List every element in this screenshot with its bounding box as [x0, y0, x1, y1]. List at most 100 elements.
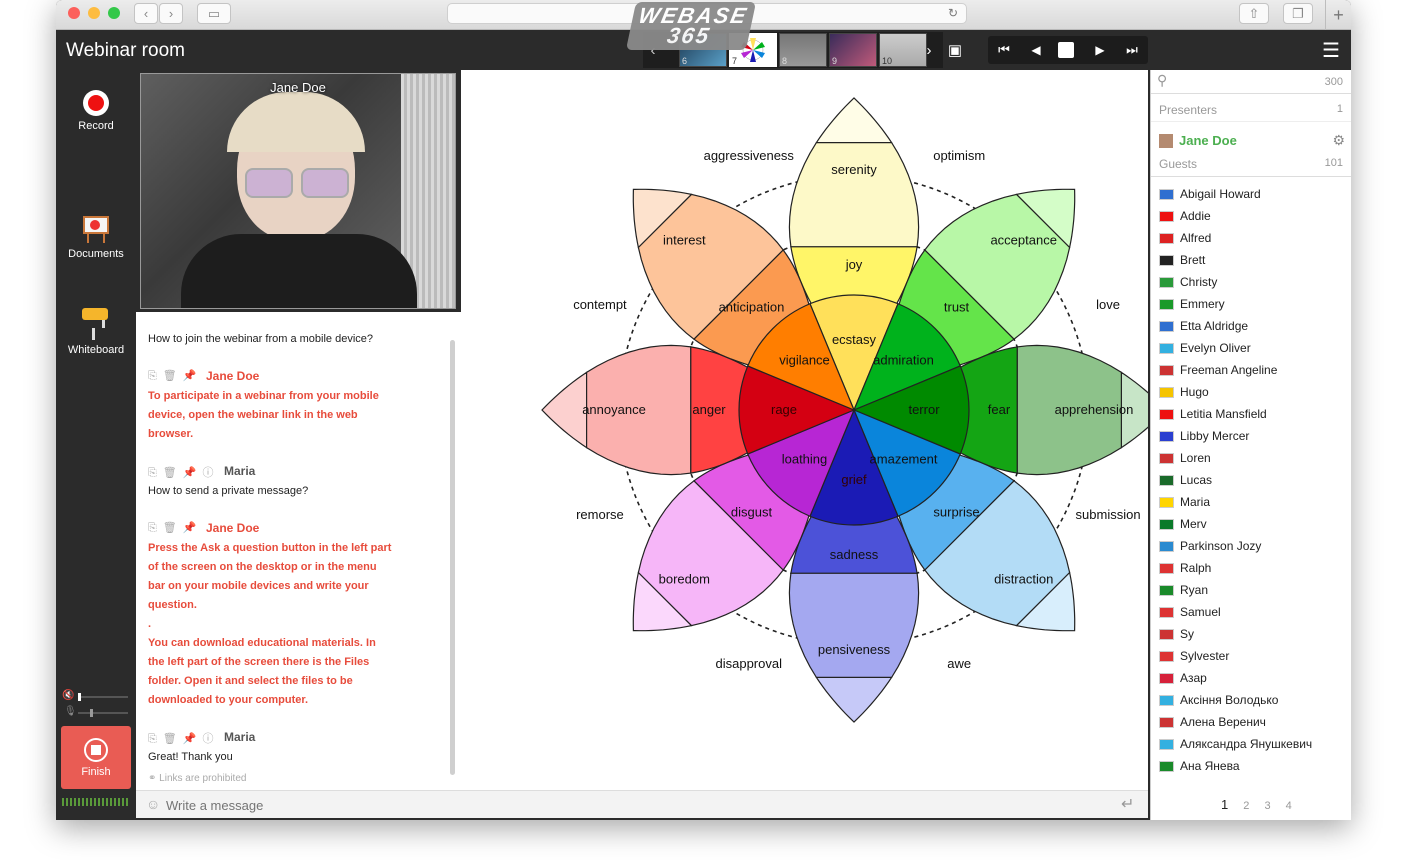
speaker-volume-slider[interactable] [78, 693, 128, 701]
page-link[interactable]: 3 [1264, 800, 1277, 812]
finish-button[interactable]: Finish [61, 726, 131, 789]
guest-item[interactable]: Merv [1159, 517, 1207, 531]
avatar [1159, 133, 1173, 148]
thumbs-next-icon[interactable]: › [926, 41, 932, 59]
send-icon[interactable]: ↵ [1121, 796, 1135, 813]
stop-icon[interactable] [1058, 42, 1074, 58]
whiteboard-button[interactable]: Whiteboard [56, 306, 136, 356]
petal-outer [788, 141, 920, 248]
flag-icon [1159, 628, 1174, 640]
last-slide-icon[interactable]: ⏭ [1126, 42, 1138, 57]
documents-button[interactable]: Documents [56, 212, 136, 260]
thumbnail[interactable]: 9 [829, 33, 877, 67]
record-button[interactable]: Record [56, 90, 136, 132]
guest-name: Lucas [1180, 473, 1213, 487]
guest-item[interactable]: Аляксандра Янушкевич [1159, 737, 1312, 751]
chat-panel: How to join the webinar from a mobile de… [136, 312, 461, 790]
guest-item[interactable]: Freeman Angeline [1159, 363, 1277, 377]
guest-item[interactable]: Ryan [1159, 583, 1208, 597]
message-actions[interactable]: ⎘🗑📌 [148, 522, 203, 534]
guest-name: Freeman Angeline [1180, 363, 1278, 377]
emotion-label: anger [692, 402, 726, 417]
guest-item[interactable]: Brett [1159, 253, 1205, 267]
stop-circle-icon [84, 738, 108, 762]
image-icon[interactable]: ▣ [947, 42, 963, 59]
guest-item[interactable]: Алена Веренич [1159, 715, 1266, 729]
forward-icon[interactable]: › [159, 3, 183, 24]
share-icon[interactable]: ⇧ [1239, 3, 1269, 24]
guest-name: Samuel [1180, 605, 1221, 619]
guest-item[interactable]: Alfred [1159, 231, 1211, 245]
flag-icon [1159, 716, 1174, 728]
guest-name: Merv [1180, 517, 1207, 531]
message-actions[interactable]: ⎘🗑📌 [148, 370, 203, 382]
presenter-video: Jane Doe [140, 73, 456, 309]
guest-item[interactable]: Maria [1159, 495, 1210, 509]
speaker-muted-icon[interactable]: 🔇 [62, 690, 75, 701]
gear-icon[interactable]: ⚙ [1332, 132, 1345, 148]
guest-item[interactable]: Азар [1159, 671, 1207, 685]
thumbnail[interactable]: 10 [879, 33, 927, 67]
guest-item[interactable]: Abigail Howard [1159, 187, 1261, 201]
guest-item[interactable]: Addie [1159, 209, 1211, 223]
page-link[interactable]: 2 [1243, 800, 1256, 812]
close-window-icon[interactable] [68, 7, 80, 19]
menu-icon[interactable]: ☰ [1322, 39, 1340, 62]
guest-item[interactable]: Аксіння Володько [1159, 693, 1278, 707]
guest-item[interactable]: Loren [1159, 451, 1211, 465]
thumbs-prev-icon[interactable]: ‹ [650, 41, 656, 59]
microphone-icon[interactable]: 🎙 [64, 706, 77, 717]
guest-item[interactable]: Evelyn Oliver [1159, 341, 1251, 355]
guest-item[interactable]: Ralph [1159, 561, 1211, 575]
petal-core [852, 302, 962, 412]
guest-item[interactable]: Christy [1159, 275, 1217, 289]
message-actions[interactable]: ⎘🗑📌ⓘ [148, 733, 220, 745]
mic-volume-slider[interactable] [78, 709, 128, 717]
guest-item[interactable]: Letitia Mansfield [1159, 407, 1267, 421]
emoji-icon[interactable]: ☺ [146, 796, 161, 812]
page-link[interactable]: 4 [1285, 800, 1298, 812]
flag-icon [1159, 386, 1174, 398]
guest-item[interactable]: Sy [1159, 627, 1194, 641]
guest-item[interactable]: Emmery [1159, 297, 1225, 311]
emotion-label: terror [908, 402, 940, 417]
guest-item[interactable]: Lucas [1159, 473, 1212, 487]
guest-item[interactable]: Libby Mercer [1159, 429, 1249, 443]
link-icon: ⚭ [148, 773, 157, 784]
guest-item[interactable]: Sylvester [1159, 649, 1229, 663]
guest-item[interactable]: Etta Aldridge [1159, 319, 1248, 333]
tabs-icon[interactable]: ❐ [1283, 3, 1313, 24]
chat-scrollbar[interactable] [450, 340, 455, 775]
new-tab-icon[interactable]: + [1325, 0, 1351, 30]
emotion-label: serenity [831, 162, 877, 177]
petal-core [852, 365, 970, 455]
emotion-label: boredom [659, 572, 710, 587]
next-slide-icon[interactable]: ▶ [1095, 43, 1105, 57]
emotion-label: surprise [933, 505, 979, 520]
emotion-label: amazement [870, 451, 938, 466]
chat-message: Great! Thank you [148, 751, 233, 763]
petal-tip [815, 676, 893, 723]
guest-item[interactable]: Samuel [1159, 605, 1221, 619]
back-icon[interactable]: ‹ [134, 3, 158, 24]
participant-search[interactable]: ⚲ 300 [1151, 70, 1351, 94]
guest-item[interactable]: Ана Янева [1159, 759, 1240, 773]
minimize-window-icon[interactable] [88, 7, 100, 19]
page-link[interactable]: 1 [1221, 797, 1235, 812]
message-actions[interactable]: ⎘🗑📌ⓘ [148, 467, 220, 479]
guest-name: Hugo [1180, 385, 1209, 399]
guest-item[interactable]: Parkinson Jozy [1159, 539, 1261, 553]
maximize-window-icon[interactable] [108, 7, 120, 19]
guest-item[interactable]: Hugo [1159, 385, 1209, 399]
presenter-item[interactable]: Jane Doe [1159, 133, 1237, 148]
message-input[interactable] [166, 796, 1066, 814]
thumbnail[interactable]: 8 [779, 33, 827, 67]
guests-label: Guests [1159, 157, 1198, 171]
sidebar-toggle-icon[interactable]: ▭ [197, 3, 231, 24]
chat-input-bar: ☺ ↵ [136, 790, 1148, 818]
prev-slide-icon[interactable]: ◀ [1031, 43, 1041, 57]
emotion-label: anticipation [719, 299, 785, 314]
thumbnail-active[interactable]: 7 [729, 33, 777, 67]
reload-icon[interactable]: ↻ [947, 6, 958, 20]
first-slide-icon[interactable]: ⏮ [998, 42, 1010, 57]
